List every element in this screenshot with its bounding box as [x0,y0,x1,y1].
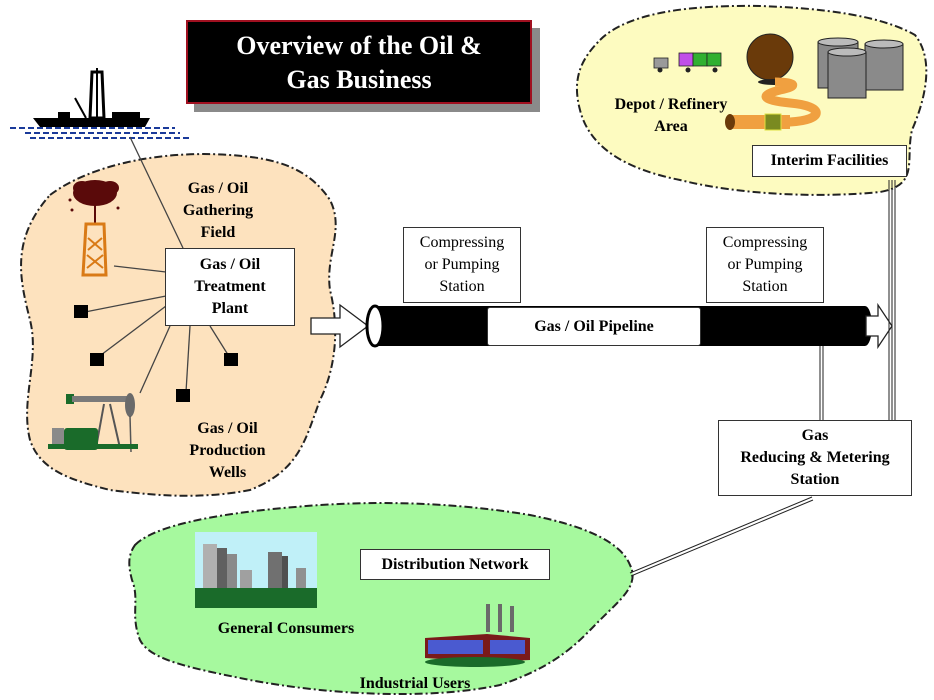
label-line: Compressing [722,234,808,251]
label-line: Field [200,224,236,241]
tanker-truck-icon [653,52,722,73]
pipeline-label-text: Gas / Oil Pipeline [534,317,654,335]
interim-facilities-box[interactable]: Interim Facilities [752,145,907,177]
well-marker-icon [74,305,88,318]
distribution-network-text: Distribution Network [381,555,529,573]
supply-lines [629,180,896,577]
title-line-1: Overview of the Oil & [236,31,482,60]
pipeline-label[interactable]: Gas / Oil Pipeline [487,307,701,346]
city-skyline-icon [195,532,317,608]
label-line: Plant [211,300,249,317]
label-line: Station [742,278,788,295]
label-line: Reducing & Metering [740,449,890,466]
general-consumers-label: General Consumers [217,620,355,637]
label-line: Gas / Oil [187,180,249,197]
label-line: Wells [208,464,247,481]
label-line: Gathering [182,202,254,219]
depot-label: Depot / Refinery Area [598,94,744,138]
factory-icon [425,604,530,667]
interim-facilities-text: Interim Facilities [770,152,889,169]
metering-station-box[interactable]: Gas Reducing & Metering Station [718,420,912,496]
label-line: Compressing [419,234,505,251]
label-line: Station [790,471,840,488]
well-marker-icon [224,353,238,366]
industrial-users-label: Industrial Users [359,675,471,692]
diagram-title: Overview of the Oil & Gas Business [186,20,532,104]
spherical-tank-icon [746,33,794,85]
label-line: Gas / Oil [197,420,258,437]
label-line: Station [439,278,485,295]
treatment-plant-box[interactable]: Gas / Oil Treatment Plant [165,248,295,326]
offshore-drilling-ship-icon [10,68,190,139]
distribution-network-box[interactable]: Distribution Network [360,549,550,580]
pumpjack-icon [48,393,138,453]
label-line: Treatment [194,278,266,295]
compressing-station-left[interactable]: Compressing or Pumping Station [403,227,521,303]
label-line: Area [654,118,688,135]
title-line-2: Gas Business [286,65,432,94]
orange-pipe-icon [725,77,821,131]
flow-arrow-to-depot [865,302,893,350]
gathering-field-label: Gas / Oil Gathering Field [168,178,268,244]
compressing-station-right[interactable]: Compressing or Pumping Station [706,227,824,303]
label-line: Production [189,442,266,459]
label-line: or Pumping [727,256,803,273]
storage-drums-icon [817,37,904,99]
label-line: Depot / Refinery [614,96,728,113]
ship-connector [129,136,184,249]
flow-arrow-to-pipeline [310,303,370,349]
well-marker-icon [176,389,190,402]
oil-gusher-derrick-icon [68,180,120,277]
well-marker-icon [90,353,104,366]
production-wells-label: Gas / Oil Production Wells [175,418,280,484]
label-line: or Pumping [424,256,500,273]
label-line: Gas / Oil [199,256,261,273]
label-line: Gas [801,427,829,444]
well-connectors [84,265,231,394]
